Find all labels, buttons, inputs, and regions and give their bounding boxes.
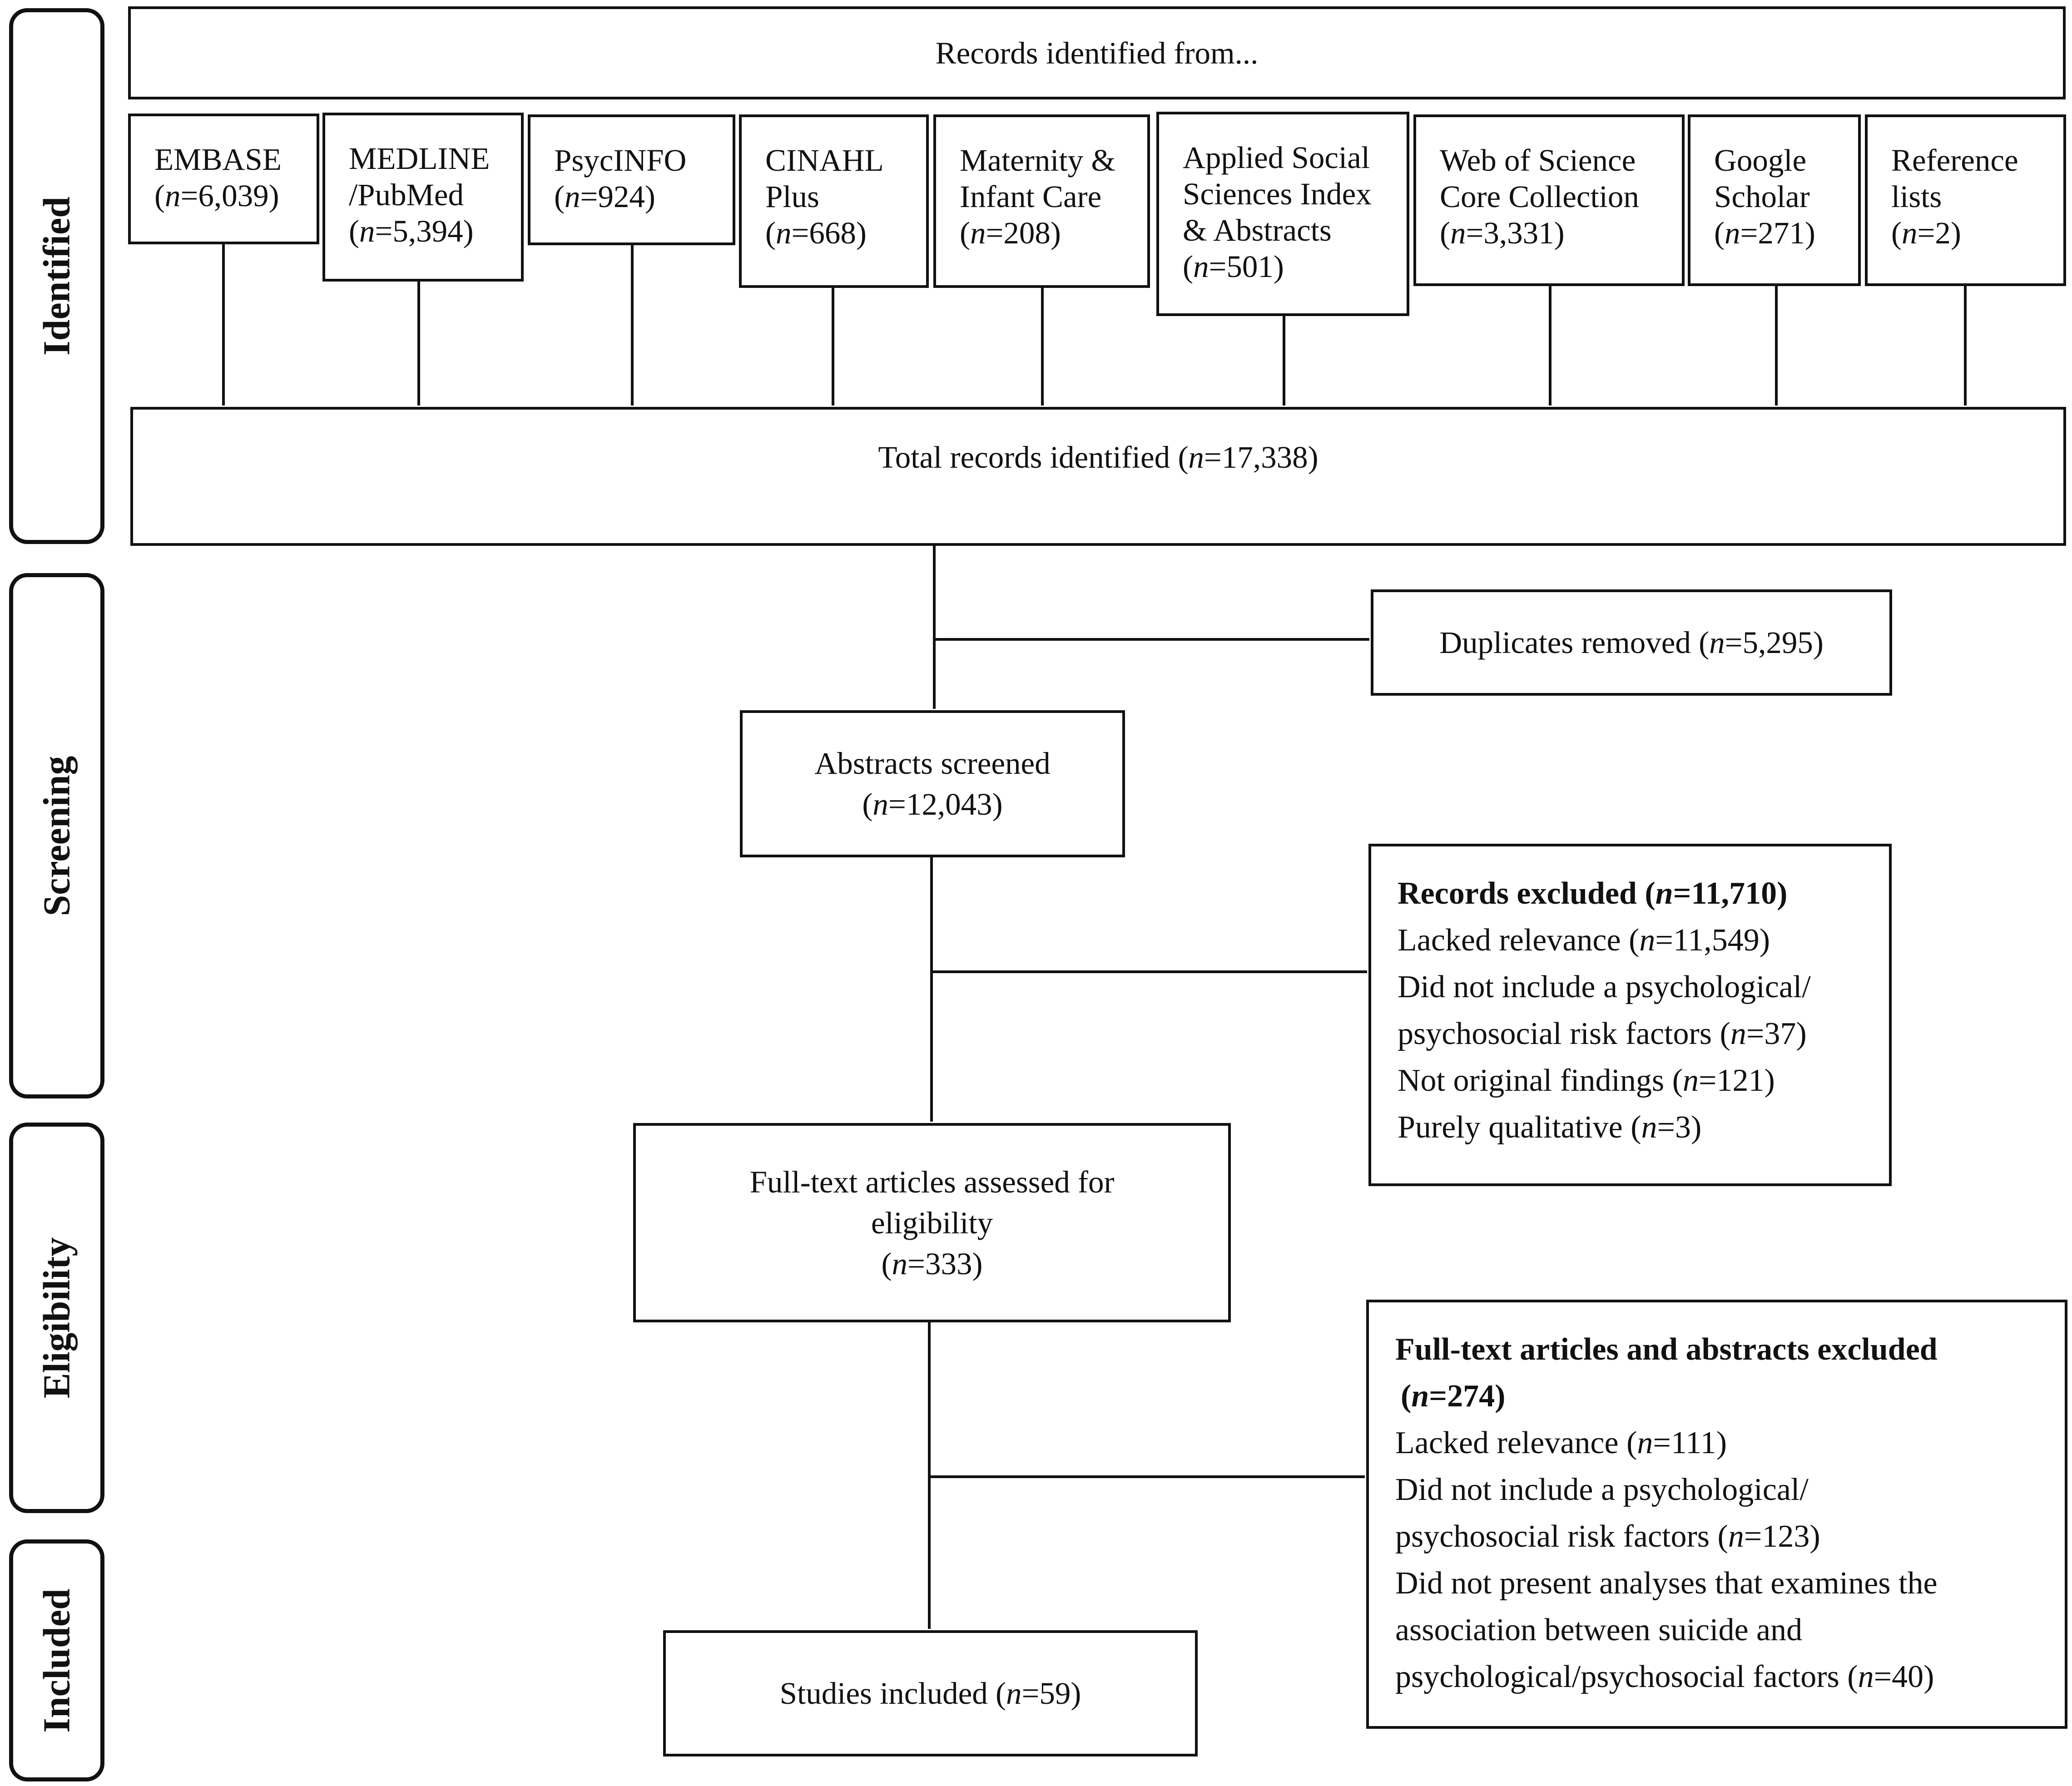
source-box: MEDLINE/PubMed(n=5,394) (322, 113, 524, 282)
abstracts-screened-box: Abstracts screened (n=12,043) (740, 710, 1125, 857)
exclusion-reason-line: psychosocial risk factors (n=123) (1395, 1519, 1820, 1554)
fulltext-count: (n=333) (881, 1246, 983, 1281)
exclusion-reason-line: Lacked relevance (n=111) (1395, 1425, 1727, 1460)
source-name-line: Reference (1891, 143, 2018, 178)
source-name-line: Scholar (1714, 179, 1810, 214)
exclusion-reason-line: Did not include a psychological/ (1398, 970, 1811, 1004)
source-count: (n=6,039) (154, 178, 279, 213)
duplicates-text: Duplicates removed (n=5,295) (1439, 625, 1824, 660)
exclusion-reason-line: Did not include a psychological/ (1395, 1472, 1809, 1507)
source-count: (n=5,394) (349, 214, 474, 248)
source-name-line: PsycINFO (554, 143, 687, 178)
fulltext-excluded-reasons: Lacked relevance (n=111) Did not include … (1395, 1420, 2065, 1700)
fulltext-excluded-count: (n=274) (1401, 1379, 1506, 1414)
stage-identified: Identified (9, 8, 104, 544)
source-count: (n=271) (1714, 216, 1815, 250)
studies-included-text: Studies included (n=59) (779, 1676, 1081, 1711)
stage-label-eligibility: Eligibility (35, 1237, 78, 1399)
source-name-line: Google (1714, 143, 1807, 178)
stage-label-identified: Identified (35, 196, 78, 356)
source-count: (n=501) (1183, 249, 1284, 284)
stage-screening: Screening (9, 573, 104, 1098)
fulltext-excluded-title: Full-text articles and abstracts exclude… (1395, 1332, 1938, 1367)
duplicates-removed-box: Duplicates removed (n=5,295) (1371, 589, 1892, 696)
source-name-line: Maternity & (960, 143, 1116, 178)
fulltext-line-1: Full-text articles assessed for (749, 1164, 1115, 1199)
records-excluded-title: Records excluded (n=11,710) (1398, 876, 1788, 911)
fulltext-line-2: eligibility (871, 1205, 993, 1240)
exclusion-reason-line: association between suicide and (1395, 1613, 1803, 1647)
source-name-line: Plus (765, 179, 819, 214)
source-name-line: /PubMed (349, 178, 464, 212)
exclusion-reason-line: Did not present analyses that examines t… (1395, 1566, 1938, 1601)
fulltext-excluded-box: Full-text articles and abstracts exclude… (1366, 1300, 2067, 1729)
exclusion-reason-line: psychological/psychosocial factors (n=40… (1395, 1659, 1934, 1694)
source-count: (n=2) (1891, 216, 1961, 250)
studies-included-box: Studies included (n=59) (663, 1630, 1198, 1756)
source-name-line: & Abstracts (1183, 213, 1332, 247)
stage-label-screening: Screening (35, 755, 78, 916)
abstracts-label: Abstracts screened (814, 746, 1051, 781)
source-name-line: CINAHL (765, 143, 884, 178)
exclusion-reason-line: psychosocial risk factors (n=37) (1398, 1016, 1807, 1051)
source-count: (n=668) (765, 216, 867, 250)
source-name-line: lists (1891, 179, 1942, 214)
source-name-line: Sciences Index (1183, 177, 1372, 211)
total-records-box: Total records identified (n=17,338) (130, 407, 2066, 546)
source-box: PsycINFO(n=924) (528, 114, 735, 245)
source-box: Maternity &Infant Care(n=208) (933, 114, 1150, 288)
source-box: EMBASE(n=6,039) (128, 114, 319, 244)
source-count: (n=924) (554, 179, 655, 214)
stage-label-included: Included (35, 1588, 78, 1733)
header-text: Records identified from... (935, 35, 1259, 70)
source-name-line: Applied Social (1183, 140, 1370, 175)
source-count: (n=3,331) (1440, 216, 1565, 250)
fulltext-assessed-box: Full-text articles assessed for eligibil… (633, 1123, 1231, 1322)
source-count: (n=208) (960, 216, 1061, 250)
source-name-line: Infant Care (960, 179, 1102, 214)
abstracts-count: (n=12,043) (862, 787, 1003, 821)
exclusion-reason-line: Purely qualitative (n=3) (1398, 1110, 1702, 1145)
source-name-line: Web of Science (1440, 143, 1636, 178)
source-name-line: EMBASE (154, 142, 282, 177)
records-identified-header: Records identified from... (128, 6, 2066, 99)
source-name-line: Core Collection (1440, 179, 1639, 214)
exclusion-reason-line: Lacked relevance (n=11,549) (1398, 923, 1770, 958)
records-excluded-box: Records excluded (n=11,710) Lacked relev… (1368, 844, 1892, 1186)
records-excluded-reasons: Lacked relevance (n=11,549) Did not inclu… (1398, 917, 1889, 1151)
exclusion-reason-line: Not original findings (n=121) (1398, 1063, 1775, 1098)
stage-eligibility: Eligibility (9, 1123, 104, 1513)
source-name-line: MEDLINE (349, 141, 490, 176)
total-records-text: Total records identified (n=17,338) (878, 440, 1319, 475)
stage-included: Included (9, 1539, 104, 1781)
